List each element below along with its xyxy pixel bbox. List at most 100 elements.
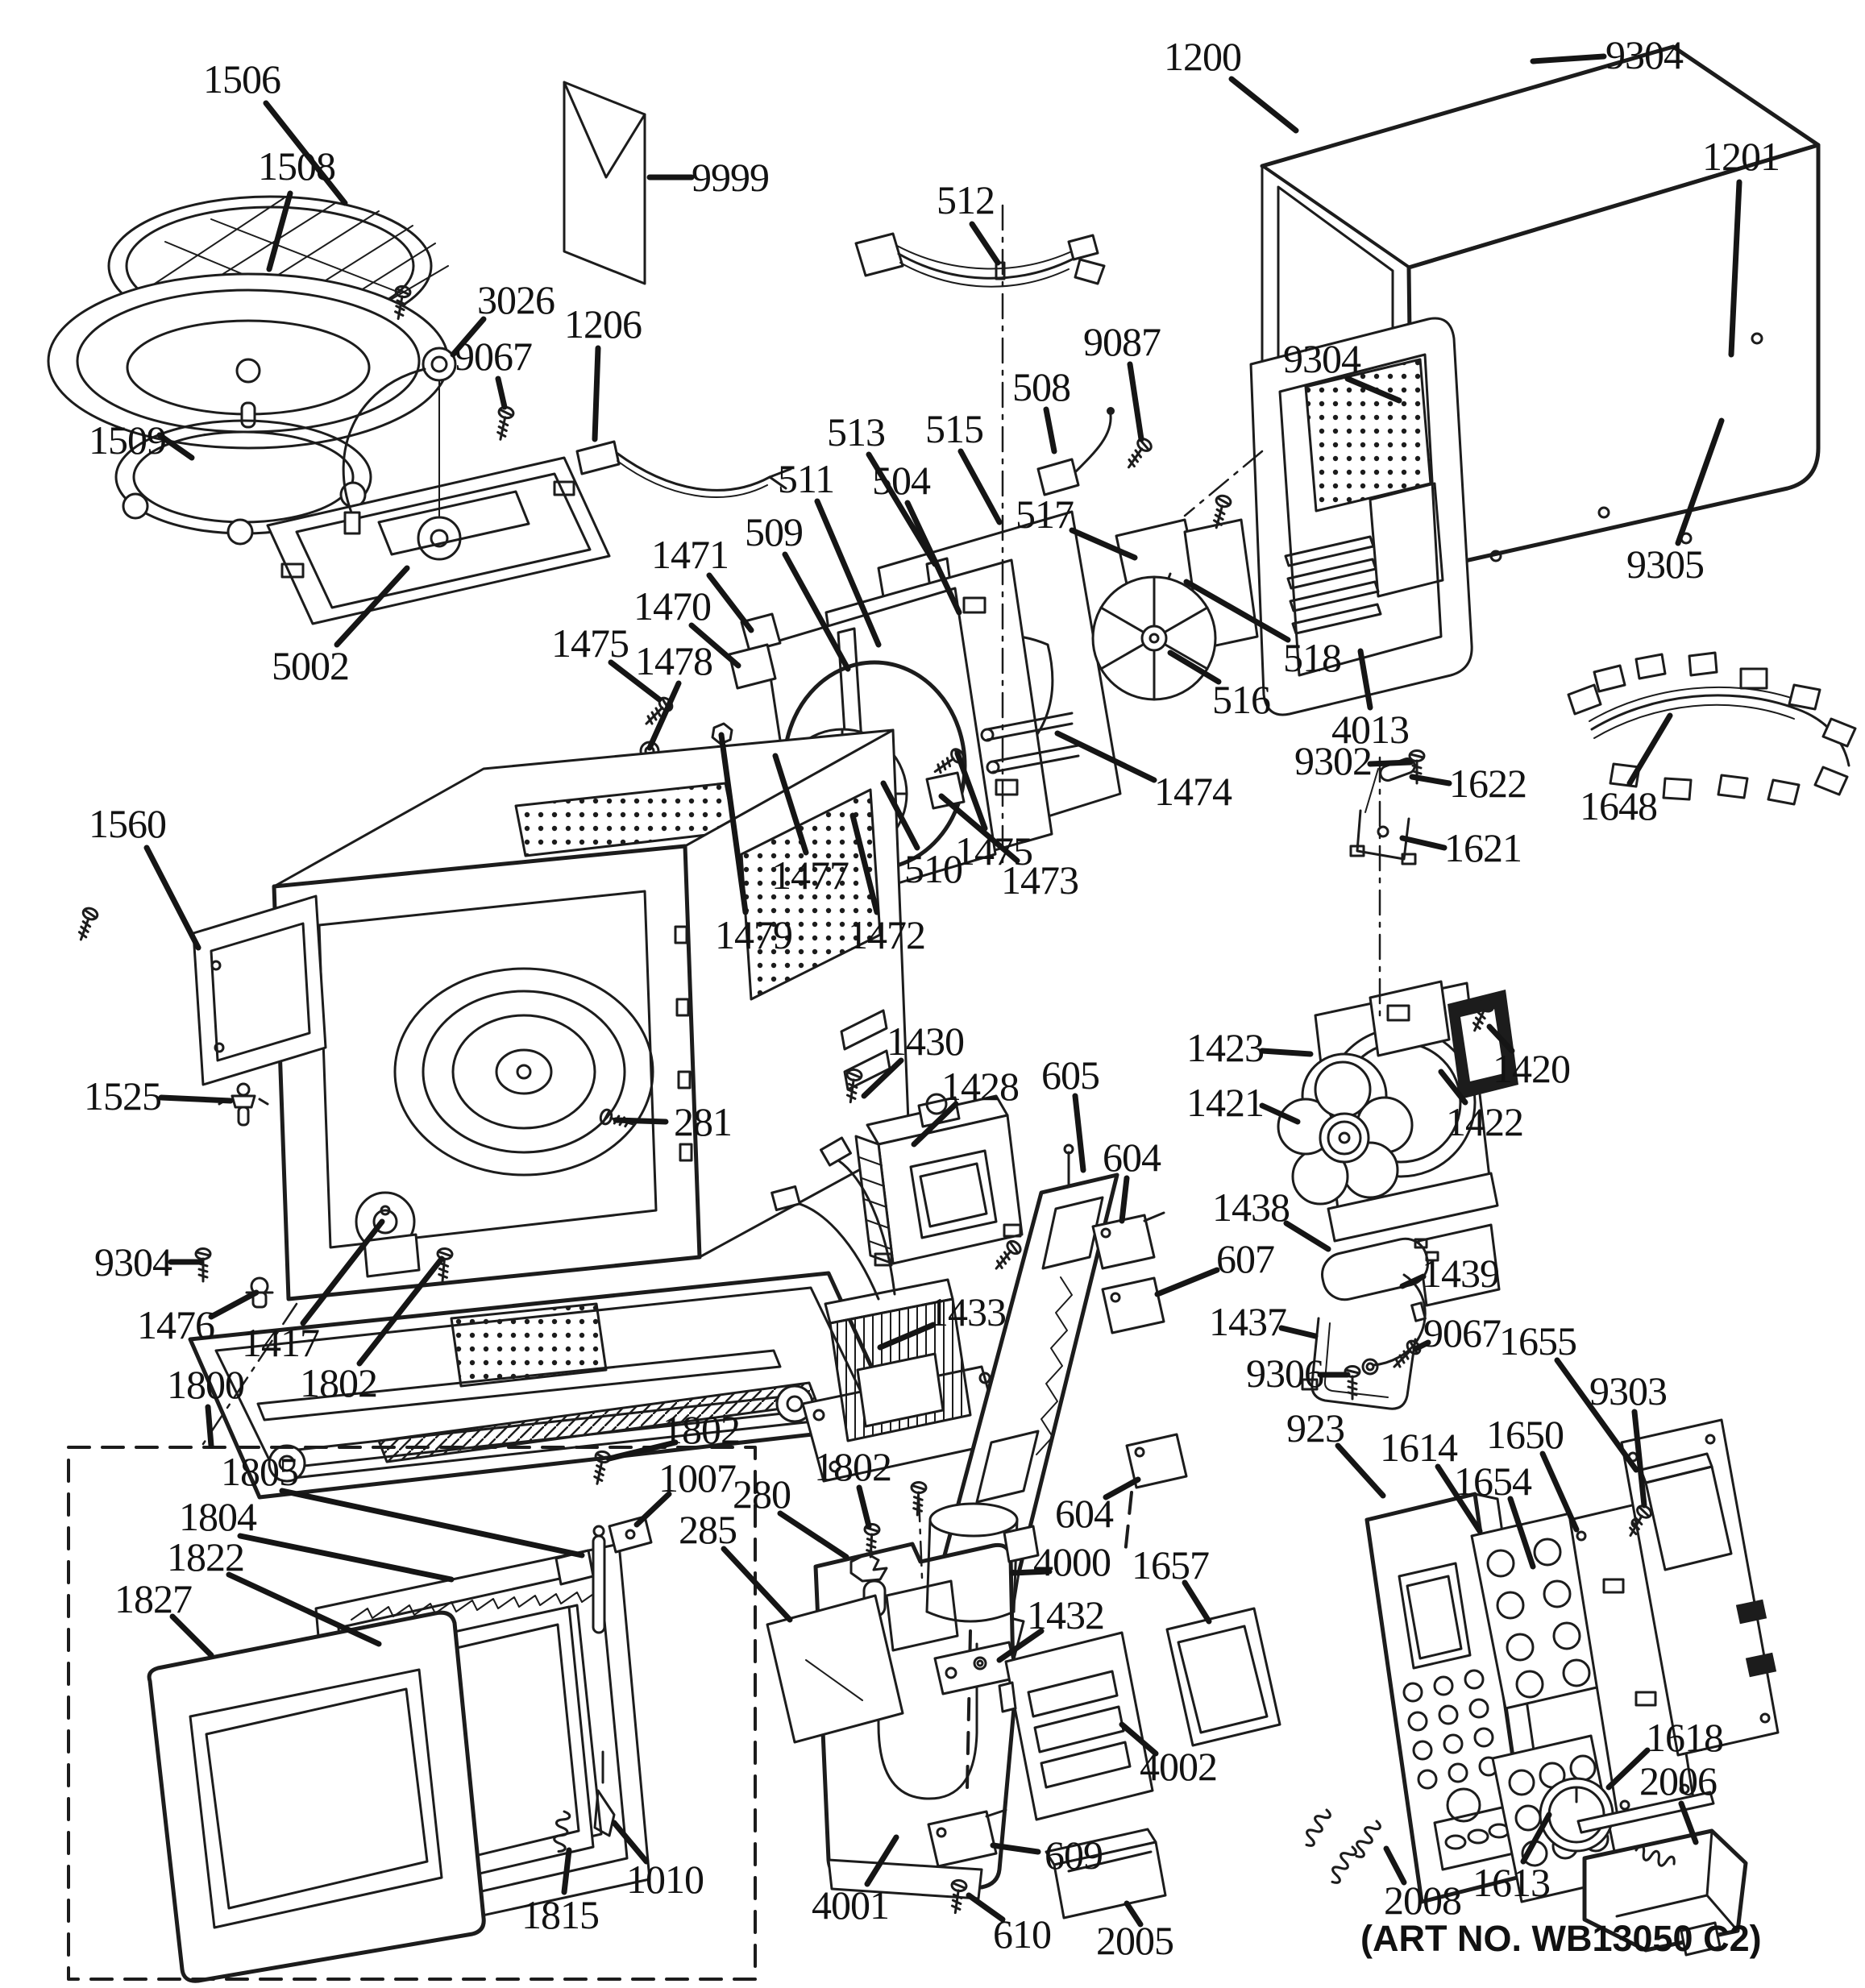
leader-line-609 [990, 1842, 1041, 1855]
part-label-1613: 1613 [1472, 1860, 1551, 1905]
part-label-1010: 1010 [626, 1857, 704, 1902]
part-label-1421: 1421 [1186, 1080, 1265, 1125]
diode-1439 [1361, 1273, 1427, 1376]
monitor-switch-607 [1101, 1276, 1165, 1334]
part-label-1827: 1827 [114, 1576, 193, 1621]
leader-line-1802 [856, 1484, 872, 1529]
part-label-3026: 3026 [477, 277, 555, 322]
part-label-1471: 1471 [651, 532, 729, 577]
leader-line-1476 [208, 1289, 260, 1320]
leader-line-9067 [1412, 1339, 1431, 1352]
leader-line-3026 [450, 316, 487, 358]
hinge-pin-1805 [555, 1525, 606, 1634]
leader-line-1613 [1520, 1812, 1552, 1865]
leader-line-1525 [158, 1094, 234, 1104]
leader-line-1509 [156, 432, 195, 461]
leader-line-2008 [1383, 1845, 1407, 1886]
leader-line-9302 [1367, 759, 1414, 767]
leader-line-1428 [911, 1101, 959, 1148]
part-label-604: 604 [1103, 1135, 1161, 1180]
leader-line-1618 [1605, 1747, 1651, 1791]
part-label-518: 518 [1283, 635, 1342, 680]
part-label-4000: 4000 [1033, 1539, 1111, 1584]
leader-line-923 [1335, 1442, 1386, 1499]
base-plate-assembly [188, 1191, 900, 1500]
leader-line-2005 [1124, 1900, 1144, 1928]
leader-line-1470 [688, 622, 741, 669]
button-2005 [1045, 1828, 1167, 1920]
part-label-1433: 1433 [928, 1289, 1007, 1334]
part-label-1657: 1657 [1132, 1542, 1210, 1587]
part-label-1470: 1470 [633, 583, 712, 629]
part-label-609: 609 [1045, 1832, 1103, 1878]
leader-line-1007 [633, 1491, 672, 1528]
part-label-1525: 1525 [84, 1073, 162, 1119]
mount-brackets-1470-1471-1473 [728, 612, 966, 810]
leader-line-281 [613, 1117, 669, 1125]
leader-line-1472 [849, 812, 880, 915]
leader-line-1437 [1278, 1325, 1319, 1339]
leader-line-1439 [1399, 1273, 1427, 1289]
leader-line-605 [1072, 1093, 1086, 1173]
fan-blade-516 [1091, 575, 1217, 701]
part-label-9999: 9999 [692, 155, 770, 200]
part-label-1655: 1655 [1499, 1318, 1577, 1363]
door-outer-1827 [147, 1610, 486, 1983]
capacitor-bracket-1437 [1301, 1317, 1417, 1410]
leader-line-9087 [1127, 361, 1144, 442]
projection-lines [67, 204, 1381, 1981]
part-label-1422: 1422 [1446, 1099, 1524, 1144]
leader-line-1800 [205, 1404, 214, 1449]
leader-line-1432 [996, 1628, 1045, 1663]
art-number: (ART NO. WB13050 C2) [1360, 1918, 1762, 1959]
leader-line-516 [1167, 650, 1222, 685]
leader-line-1475 [608, 659, 663, 703]
part-label-1648: 1648 [1580, 783, 1658, 828]
part-label-9087: 9087 [1083, 319, 1161, 364]
part-label-1509: 1509 [89, 417, 167, 463]
latch-body-2006 [1576, 1791, 1748, 1957]
leader-line-1474 [1054, 730, 1157, 783]
leader-line-4013 [1357, 648, 1373, 711]
door-switch-604-lower [1124, 1433, 1188, 1555]
leader-line-1478 [646, 680, 682, 751]
part-label-1432: 1432 [1027, 1592, 1105, 1637]
fan-motor-4000 [925, 1502, 1040, 1791]
leader-line-1815 [561, 1847, 572, 1895]
part-label-513: 513 [827, 409, 886, 454]
leader-line-511 [814, 498, 882, 648]
leader-line-1822 [226, 1571, 382, 1647]
leader-line-1802 [356, 1255, 445, 1367]
leader-line-1010 [611, 1820, 650, 1865]
part-label-1474: 1474 [1154, 769, 1232, 814]
part-label-508: 508 [1012, 364, 1071, 409]
leader-line-1650 [1539, 1451, 1580, 1533]
leader-line-1802 [606, 1439, 679, 1462]
leader-line-1479 [718, 732, 749, 915]
leader-line-9303 [1631, 1409, 1647, 1509]
leader-line-1417 [300, 1218, 385, 1326]
part-label-1618: 1618 [1646, 1715, 1724, 1760]
leader-line-1423 [1259, 1048, 1314, 1057]
part-label-2006: 2006 [1639, 1758, 1718, 1803]
part-label-610: 610 [993, 1911, 1052, 1957]
leader-line-9304 [1344, 376, 1402, 404]
leader-line-512 [969, 221, 1001, 266]
part-label-4002: 4002 [1140, 1744, 1218, 1789]
fan-blade-1421 [1277, 1052, 1414, 1206]
part-label-1508: 1508 [258, 143, 336, 189]
leader-line-285 [721, 1546, 793, 1623]
part-label-1437: 1437 [1209, 1299, 1287, 1344]
part-label-605: 605 [1041, 1052, 1100, 1098]
leader-line-517 [1069, 527, 1138, 561]
leader-line-4001 [864, 1834, 899, 1887]
part-label-1802: 1802 [300, 1360, 378, 1405]
part-label-504: 504 [872, 458, 931, 503]
leader-line-513 [866, 451, 938, 567]
leader-line-4000 [1009, 1568, 1053, 1576]
part-label-1650: 1650 [1486, 1412, 1564, 1457]
display-board-1655 [1620, 1418, 1780, 1757]
leader-line-1421 [1259, 1102, 1301, 1125]
part-label-1805: 1805 [221, 1449, 299, 1494]
